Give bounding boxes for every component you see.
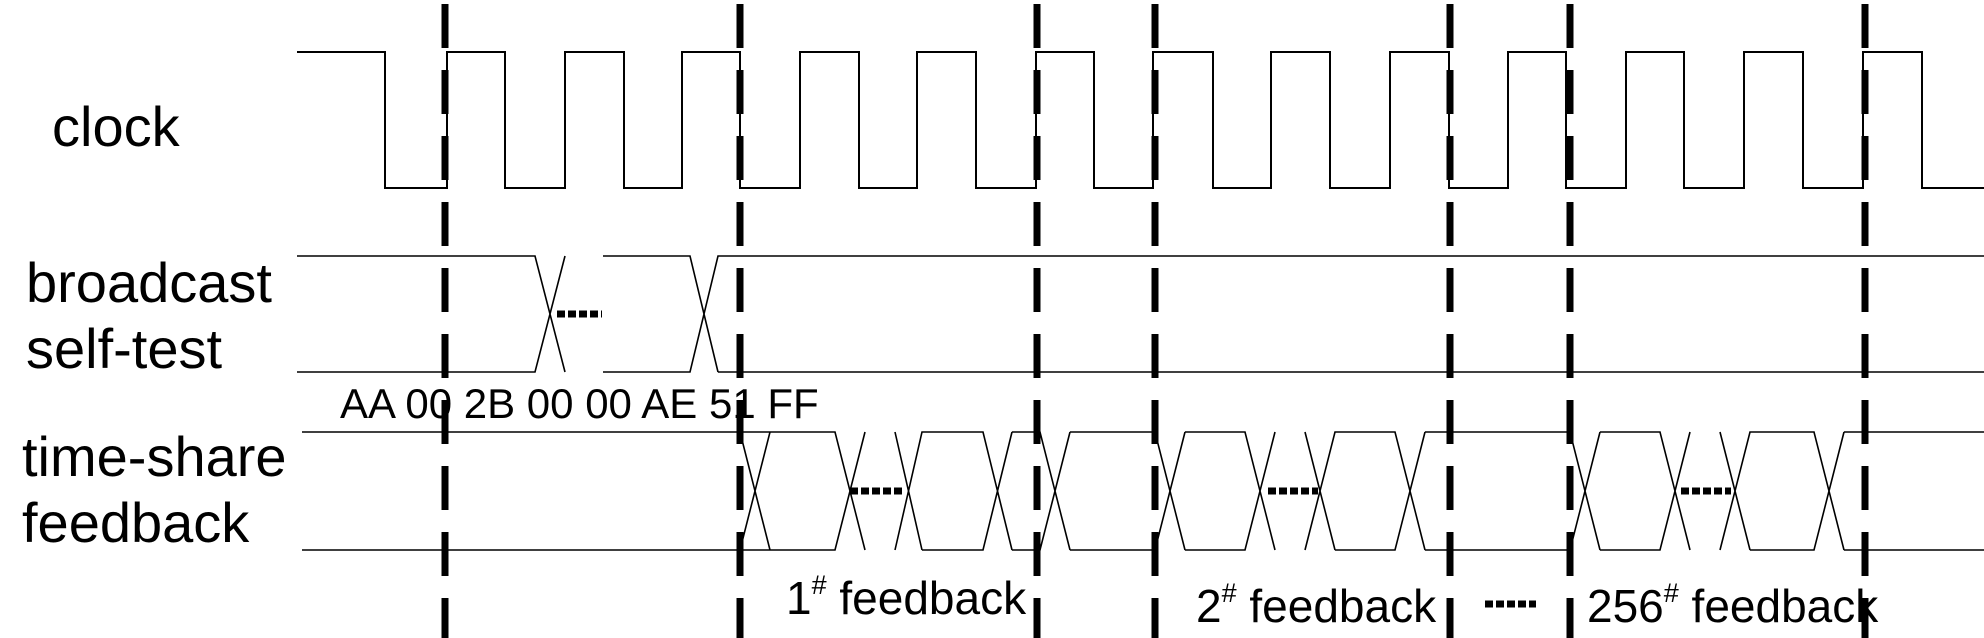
broadcast-bus-waveform <box>297 255 1984 373</box>
timeshare-label-line2: feedback <box>22 491 250 554</box>
timeshare-label-line1: time-share <box>22 425 287 488</box>
feedback-label-256: 256# feedback <box>1587 578 1879 632</box>
clock-label: clock <box>52 95 181 158</box>
feedback-label-1: 1# feedback <box>786 570 1027 624</box>
broadcast-label-line2: self-test <box>26 317 222 380</box>
feedback-label-2: 2# feedback <box>1196 578 1437 632</box>
broadcast-bytes: AA 00 2B 00 00 AE 51 FF <box>340 380 819 427</box>
timeshare-bus-waveform <box>302 431 1984 551</box>
clock-waveform <box>297 51 1984 189</box>
broadcast-label-line1: broadcast <box>26 251 272 314</box>
